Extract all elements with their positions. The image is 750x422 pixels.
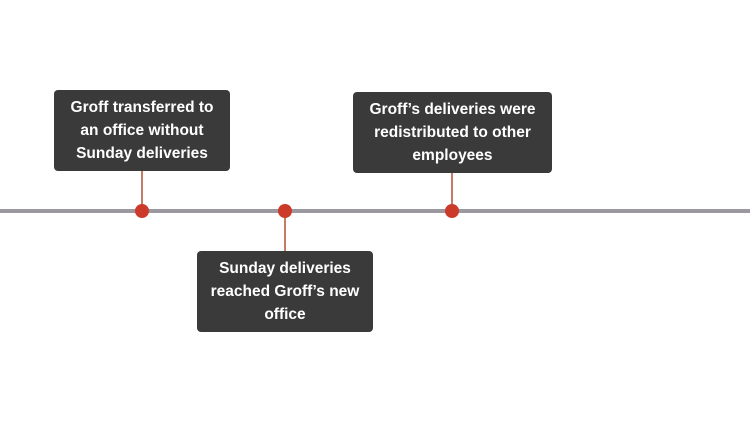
event-2-connector bbox=[284, 211, 286, 251]
event-2-card: Sunday deliveries reached Groff’s new of… bbox=[197, 251, 373, 332]
event-3-marker bbox=[445, 204, 459, 218]
event-3-card: Groff’s deliveries were redistributed to… bbox=[353, 92, 552, 173]
event-2-marker bbox=[278, 204, 292, 218]
timeline-axis-line bbox=[0, 209, 750, 213]
event-1-card: Groff transferred to an office without S… bbox=[54, 90, 230, 171]
event-1-connector bbox=[141, 171, 143, 211]
event-1-marker bbox=[135, 204, 149, 218]
event-3-connector bbox=[451, 172, 453, 211]
